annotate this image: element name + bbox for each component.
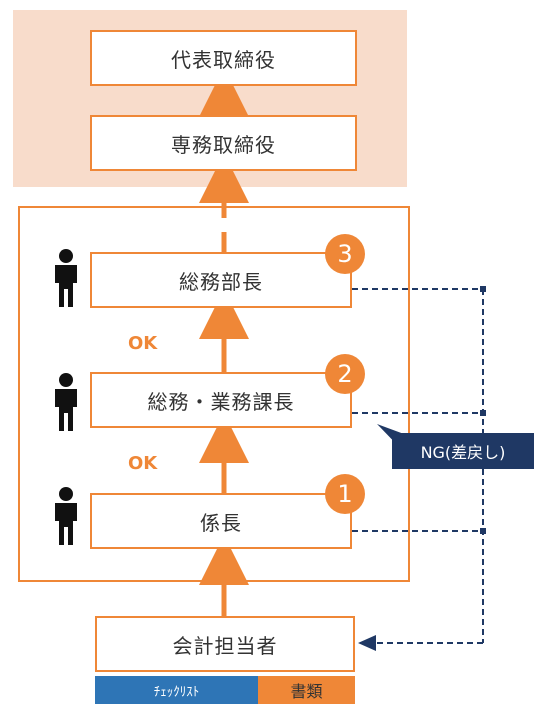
step-badge-1: 1 [325, 474, 365, 514]
step-badge-3: 3 [325, 234, 365, 274]
person-icons [55, 249, 77, 545]
ok-label: OK [128, 453, 158, 474]
step-badge-2: 2 [325, 354, 365, 394]
node-ceo: 代表取締役 [90, 30, 357, 86]
ng-junction-dot [480, 286, 486, 292]
documents-bar: 書類 [258, 676, 355, 704]
person-icon [55, 373, 77, 431]
ng-junction-dots [480, 286, 486, 534]
person-icon [55, 249, 77, 307]
ng-junction-dot [480, 410, 486, 416]
ng-return-lines [352, 288, 484, 651]
node-general-manager: 総務部長 [90, 252, 352, 308]
ng-callout: NG(差戻し) [392, 433, 534, 469]
node-managing-director: 専務取締役 [90, 115, 357, 171]
node-accountant: 会計担当者 [95, 616, 355, 672]
person-icon [55, 487, 77, 545]
checklist-bar: ﾁｪｯｸﾘｽﾄ [95, 676, 258, 704]
ng-junction-dot [480, 528, 486, 534]
ok-label: OK [128, 333, 158, 354]
node-section-manager: 総務・業務課長 [90, 372, 352, 428]
node-chief: 係長 [90, 493, 352, 549]
